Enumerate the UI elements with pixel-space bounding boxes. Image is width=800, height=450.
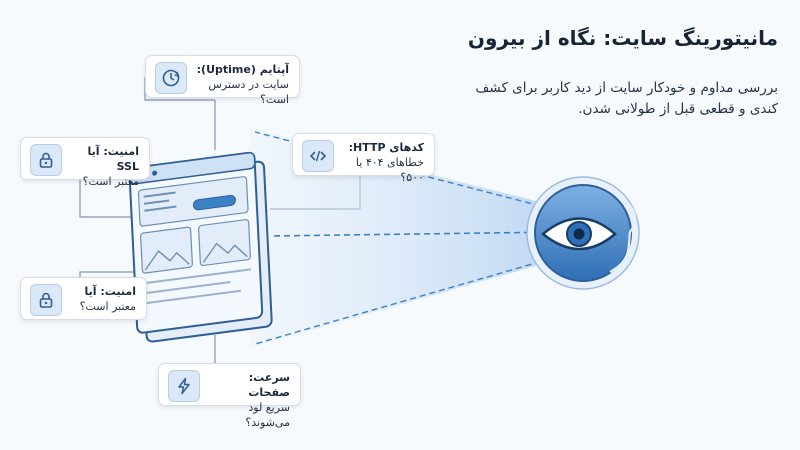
ssl-card: امنیت: آیا SSL معتبر است؟ (20, 137, 150, 188)
browser-window-illustration (128, 151, 273, 343)
beam-center-line (269, 231, 561, 237)
security-card-body: معتبر است؟ (79, 300, 136, 313)
viewing-beam (250, 128, 563, 348)
ssl-card-head: امنیت: آیا SSL (87, 145, 139, 173)
page-title: مانیتورینگ سایت: نگاه از بیرون (467, 26, 778, 50)
ssl-card-body: معتبر است؟ (82, 175, 139, 188)
security-card-head: امنیت: آیا (84, 285, 136, 298)
clock-icon (155, 61, 187, 94)
code-icon (302, 139, 334, 172)
uptime-card-head: آپتایم (Uptime): (196, 63, 289, 76)
uptime-card-body: سایت در دسترس است؟ (208, 78, 289, 106)
http-codes-card-body: خطاهای ۴۰۴ یا ۵۰۰؟ (355, 156, 424, 184)
speed-card: سرعت: صفحات سریع لود می‌شوند؟ (158, 363, 301, 429)
beam-edge-bottom (254, 255, 561, 345)
http-codes-card-head: کدهای HTTP: (348, 141, 424, 154)
eye-monitor-icon (526, 176, 640, 290)
lightning-icon (168, 369, 200, 402)
security-card: امنیت: آیا معتبر است؟ (20, 277, 147, 320)
lock-icon (30, 283, 62, 316)
speed-card-head: سرعت: صفحات (248, 371, 290, 399)
page-subtitle: بررسی مداوم و خودکار سایت از دید کاربر ب… (475, 80, 778, 117)
http-codes-card: کدهای HTTP: خطاهای ۴۰۴ یا ۵۰۰؟ (292, 133, 435, 184)
uptime-card: آپتایم (Uptime): سایت در دسترس است؟ (145, 55, 300, 106)
lock-icon (30, 143, 62, 176)
speed-card-body: سریع لود می‌شوند؟ (245, 401, 290, 429)
